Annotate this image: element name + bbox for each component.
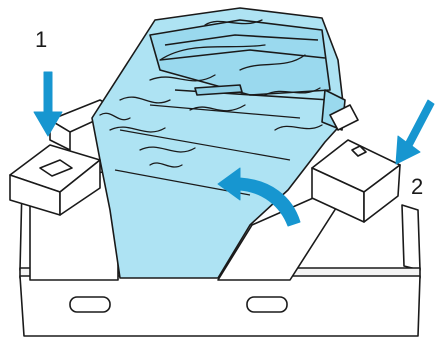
step-number-2: 2 [411,176,423,198]
carton-handle-right [247,297,287,312]
carton-handle-left [70,297,110,312]
diagonal-arrow-icon [396,100,434,164]
step-number-1: 1 [35,29,47,51]
